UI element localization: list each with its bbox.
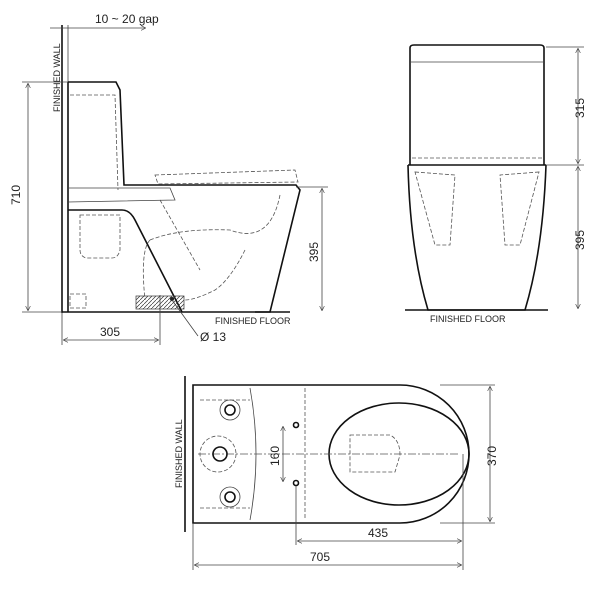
bowl-front-outline (407, 164, 547, 311)
toilet-side-outline (68, 81, 301, 313)
seat-lid (154, 169, 299, 185)
valve-icon (219, 486, 241, 508)
bolt-icon (292, 479, 300, 487)
floor-label: FINISHED FLOOR (215, 316, 291, 326)
drain-icon (199, 435, 237, 473)
seat-height-395: 395 (307, 242, 321, 262)
inlet-diameter: Ø 13 (200, 330, 226, 344)
wall-label: FINISHED WALL (52, 43, 62, 112)
bolt-icon (292, 421, 300, 429)
top-wall-label: FINISHED WALL (174, 419, 184, 488)
front-floor-label: FINISHED FLOOR (430, 314, 506, 324)
bolt-to-front-435: 435 (368, 526, 388, 540)
front-seat-height-395: 395 (573, 230, 587, 250)
valve-icon (219, 399, 241, 421)
tank-outline (409, 44, 545, 165)
side-view: 10 ~ 20 gap FINISHED WALL FINISHED FLOOR… (9, 12, 328, 345)
tank-height-315: 315 (573, 98, 587, 118)
gap-label: 10 ~ 20 gap (95, 12, 159, 26)
rough-in-305: 305 (100, 325, 120, 339)
bolt-spacing-160: 160 (268, 446, 282, 466)
length-705: 705 (310, 550, 330, 564)
height-710: 710 (9, 185, 23, 205)
width-370: 370 (485, 446, 499, 466)
top-view: FINISHED WALL 160 370 435 705 (174, 376, 499, 570)
front-view: FINISHED FLOOR 315 395 (405, 44, 587, 324)
